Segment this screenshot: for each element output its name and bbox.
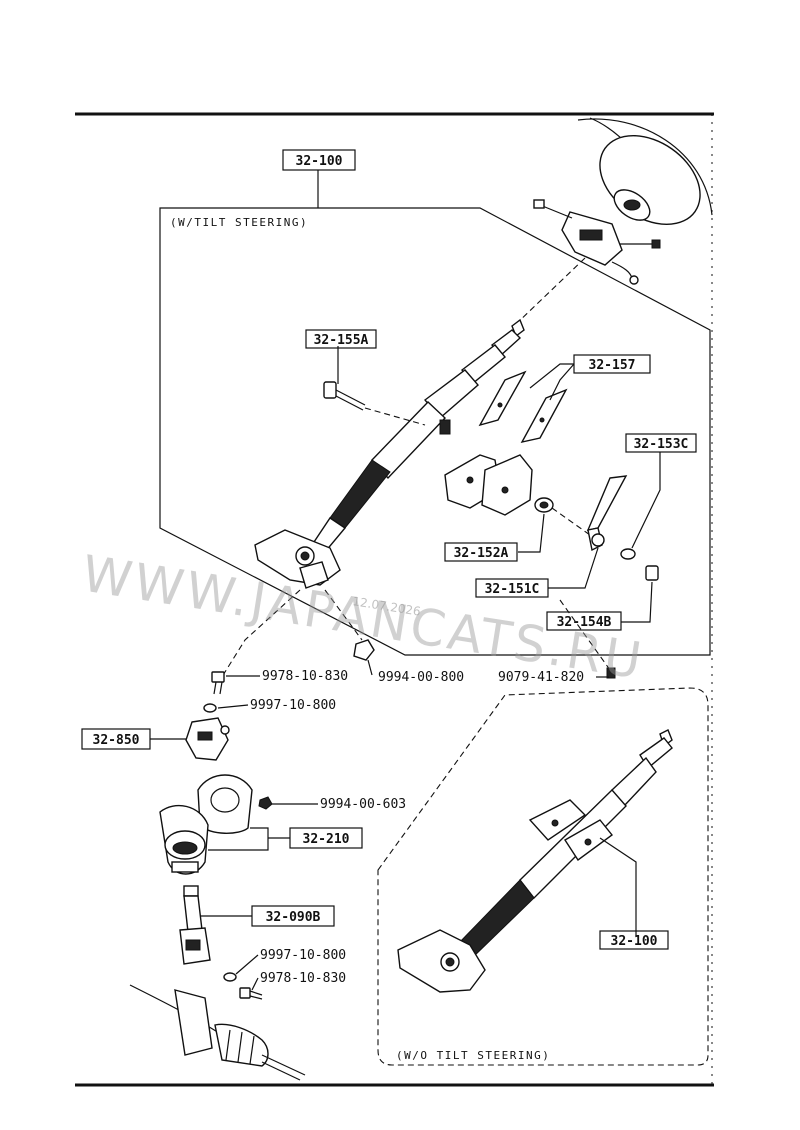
boot-cover (197, 774, 253, 834)
ref-32-090B: 32-090B (266, 910, 321, 925)
nut-9994-00-800 (324, 589, 375, 661)
seal-assembly-32-210 (159, 804, 209, 875)
leader-lines (150, 170, 661, 991)
steering-gear-rack (129, 984, 306, 1081)
shims-32-157 (478, 370, 568, 444)
ref-box-32-157 (573, 354, 651, 374)
ref-box-32-090B (251, 905, 335, 927)
nut-9994-00-603 (258, 796, 273, 810)
washer-32-153C (620, 548, 636, 560)
tilt-steering-column (254, 318, 525, 589)
ref-box-32-154B (546, 611, 622, 631)
ref-box-32-850 (81, 728, 151, 750)
tilt-brackets (444, 454, 533, 516)
ref-32-154B: 32-154B (557, 615, 612, 630)
no-tilt-assembly-outline (377, 687, 709, 1066)
bolt-9978-10-830-bottom (239, 987, 263, 1000)
pn-9994-00-800: 9994-00-800 (378, 670, 464, 685)
bolt-32-155A (323, 381, 426, 426)
tilt-lever-32-151C (586, 475, 628, 552)
ref-32-157: 32-157 (589, 358, 636, 373)
ref-box-32-210 (289, 827, 363, 849)
ref-box-32-151C (475, 578, 549, 598)
intermediate-shaft-32-090B (179, 885, 211, 965)
ref-32-155A: 32-155A (314, 333, 369, 348)
caption-no-tilt: (W/O TILT STEERING) (396, 1049, 550, 1062)
ref-box-32-152A (444, 542, 518, 562)
ref-32-210: 32-210 (303, 832, 350, 847)
clip-9997-10-800-bottom (223, 972, 237, 982)
ref-32-153C: 32-153C (634, 437, 689, 452)
non-tilt-steering-column (397, 729, 673, 993)
ref-box-32-100-bottom (599, 930, 669, 950)
tilt-assembly-outline (159, 207, 711, 656)
pn-9079-41-820: 9079-41-820 (498, 670, 584, 685)
ref-32-152A: 32-152A (454, 546, 509, 561)
caption-tilt: (W/TILT STEERING) (170, 216, 308, 229)
bolt-32-154B (645, 565, 659, 581)
bushing-32-152A (534, 497, 591, 536)
leader-dash-column-joint (219, 589, 301, 681)
universal-joint-32-850 (185, 717, 230, 761)
pn-9978-10-830-top: 9978-10-830 (262, 669, 348, 684)
ref-32-850: 32-850 (93, 733, 140, 748)
ref-32-100-top: 32-100 (296, 154, 343, 169)
ref-32-100-bottom: 32-100 (611, 934, 658, 949)
combination-switch (533, 199, 661, 285)
ref-box-32-100-top (282, 149, 356, 171)
bolt-9978-10-830-top (211, 671, 225, 695)
ref-box-32-153C (625, 433, 697, 453)
steering-wheel (577, 117, 713, 226)
pn-9997-10-800-top: 9997-10-800 (250, 698, 336, 713)
pn-9978-10-830-bottom: 9978-10-830 (260, 971, 346, 986)
ref-boxes (81, 149, 697, 950)
pn-9997-10-800-bottom: 9997-10-800 (260, 948, 346, 963)
pn-9994-00-603: 9994-00-603 (320, 797, 406, 812)
ref-box-32-155A (305, 329, 377, 349)
leader-dash-switch (514, 257, 586, 326)
clip-9997-10-800-top (203, 703, 217, 713)
ref-32-151C: 32-151C (485, 582, 540, 597)
